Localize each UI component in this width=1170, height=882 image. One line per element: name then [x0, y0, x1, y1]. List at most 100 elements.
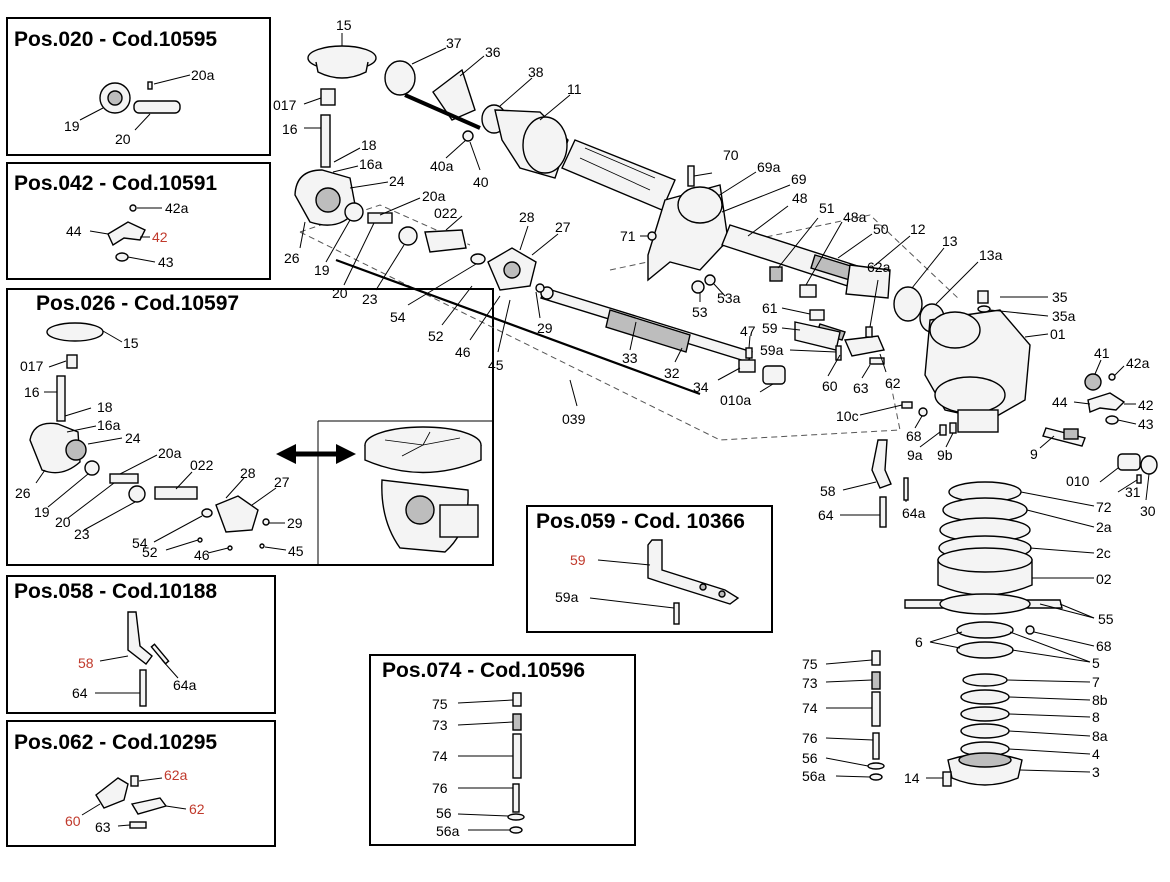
pin-part-47	[745, 347, 753, 359]
callout-label: 52	[142, 544, 158, 560]
pin-part-64	[879, 496, 887, 528]
callout-label: 63	[95, 819, 111, 835]
callout-label: 59a	[760, 342, 784, 358]
callout-label: 44	[1052, 394, 1068, 410]
callout-label: 8b	[1092, 692, 1108, 708]
callout-label: 42	[1138, 397, 1154, 413]
callout-label: 24	[125, 430, 141, 446]
callout-label: 14	[904, 770, 920, 786]
bushing-part-017	[66, 354, 78, 369]
callout-label: 36	[485, 44, 501, 60]
bracket-part-59	[794, 321, 841, 351]
callout-label: 75	[432, 696, 448, 712]
nut-part-40	[462, 130, 474, 142]
shaft-part-74	[871, 691, 881, 727]
callout-label: 4	[1092, 746, 1100, 762]
screw-part-63	[129, 821, 147, 829]
callout-label: 37	[446, 35, 462, 51]
callout-label: 70	[723, 147, 739, 163]
callout-label: 56	[436, 805, 452, 821]
callout-label: 24	[389, 173, 405, 189]
gear-part-23	[128, 485, 146, 503]
bearing-part-5	[956, 621, 1014, 639]
callout-label: 16	[24, 384, 40, 400]
gear-part-37	[384, 60, 416, 96]
callout-label: 8	[1092, 709, 1100, 725]
pin-part-20a	[147, 81, 153, 90]
box-title: Pos.042 - Cod.10591	[14, 172, 217, 195]
callout-label: 28	[240, 465, 256, 481]
box-title: Pos.074 - Cod.10596	[382, 659, 585, 682]
callout-label: 15	[123, 335, 139, 351]
callout-label: 48a	[843, 209, 867, 225]
shaft-part-20	[367, 212, 393, 224]
bushing-part-010	[1117, 453, 1141, 471]
callout-label: 18	[97, 399, 113, 415]
pin-part-75	[871, 650, 881, 666]
callout-label: 41	[1094, 345, 1110, 361]
callout-label: 64a	[173, 677, 197, 693]
screw-part-9b	[949, 422, 957, 434]
callout-label-red: 42	[152, 229, 168, 245]
callout-label: 73	[432, 717, 448, 733]
tube-part-12	[845, 264, 891, 299]
box-pos-020: Pos.020 - Cod.10595 20a 19 20	[6, 17, 271, 156]
callout-label: 010a	[720, 392, 751, 408]
callout-label: 40	[473, 174, 489, 190]
callout-label-red: 62a	[164, 767, 188, 783]
callout-label: 69	[791, 171, 807, 187]
callout-label: 32	[664, 365, 680, 381]
callout-label: 45	[288, 543, 304, 559]
callout-label: 75	[802, 656, 818, 672]
lever-part-44	[107, 221, 146, 247]
rod-part-76	[512, 783, 520, 813]
box-title: Pos.026 - Cod.10597	[36, 292, 239, 315]
handle-part-58	[871, 439, 892, 489]
rod-part-40a	[404, 93, 481, 130]
callout-label: 10c	[836, 408, 859, 424]
callout-label: 42a	[1126, 355, 1150, 371]
callout-label: 64a	[902, 505, 926, 521]
callout-label: 68	[1096, 638, 1112, 654]
flange-part-28	[215, 495, 259, 533]
callout-label-red: 60	[65, 813, 81, 829]
callout-label: 56	[802, 750, 818, 766]
washer-part-43	[115, 252, 129, 262]
callout-label: 35	[1052, 289, 1068, 305]
washer-part-56	[507, 813, 525, 821]
callout-label: 022	[190, 457, 214, 473]
callout-label: 59a	[555, 589, 579, 605]
ring-part-7	[962, 673, 1008, 687]
pin-part-59a	[835, 345, 842, 361]
callout-label: 30	[1140, 503, 1156, 519]
callout-label: 35a	[1052, 308, 1076, 324]
shaft-part-16	[320, 114, 331, 168]
callout-label: 73	[802, 675, 818, 691]
callout-label: 16a	[97, 417, 121, 433]
double-arrow-icon	[276, 444, 356, 464]
bushing-part-34	[738, 359, 756, 373]
pin-part-59a	[673, 602, 680, 625]
callout-label: 33	[622, 350, 638, 366]
box-pos-058: Pos.058 - Cod.10188 58 64a 64	[6, 575, 276, 714]
callout-label-red: 59	[570, 552, 586, 568]
washer-part-53a	[704, 274, 716, 286]
callout-label: 54	[132, 535, 148, 551]
bracket-part-62	[843, 335, 885, 357]
shaft-part-022	[154, 486, 198, 500]
callout-label: 27	[555, 219, 571, 235]
callout-label: 022	[434, 205, 458, 221]
shaft-part-20	[133, 100, 181, 114]
bracket-part-59	[647, 539, 740, 605]
gear-part-41	[1084, 373, 1102, 391]
washer-part-53	[691, 280, 705, 294]
screw-part-42a	[129, 204, 137, 212]
callout-label-red: 58	[78, 655, 94, 671]
gear-part-19	[99, 82, 131, 114]
bushing-part-62a	[130, 775, 139, 787]
washer-part-54	[201, 508, 213, 518]
callout-label: 56a	[436, 823, 460, 839]
callout-label: 15	[336, 17, 352, 33]
callout-label: 69a	[757, 159, 781, 175]
callout-label: 42a	[165, 200, 189, 216]
